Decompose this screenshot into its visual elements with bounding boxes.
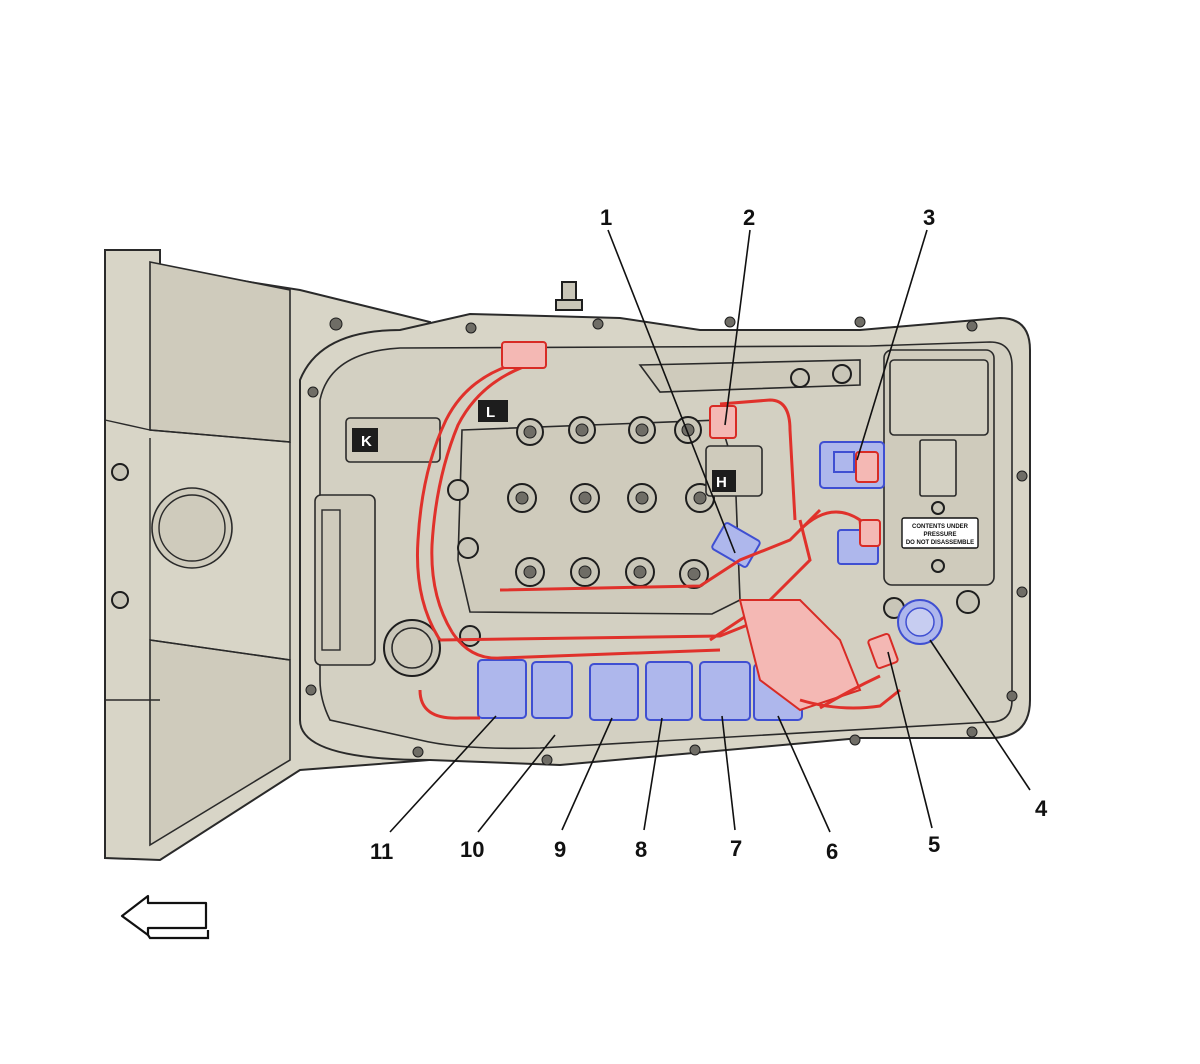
top-sensor [555, 281, 583, 311]
valve-component-l: L [478, 400, 508, 422]
callout-11: 11 [370, 839, 393, 864]
leader-8 [643, 717, 663, 831]
warning-line-1: CONTENTS UNDER [912, 524, 969, 530]
harness-main-connector [738, 599, 862, 712]
warning-plate [901, 517, 979, 549]
callout-2: 2 [743, 205, 755, 230]
warning-line-3: DO NOT DISASSEMBLE [906, 540, 974, 546]
harness-connector-2 [709, 405, 737, 439]
label-h: H [716, 474, 727, 491]
leader-5 [887, 651, 933, 829]
valve-body-plate [447, 416, 741, 647]
leader-3 [856, 229, 928, 461]
warning-line-2: PRESSURE [923, 532, 956, 538]
callout-10: 10 [460, 837, 484, 862]
leader-11 [389, 715, 497, 833]
wiring-harness [416, 341, 901, 720]
callout-numbers: 1 2 3 4 5 6 7 8 9 10 11 [370, 205, 1048, 864]
solenoid-10 [531, 661, 573, 719]
solenoid-9 [589, 663, 639, 721]
leader-lines [389, 229, 1031, 833]
top-bracket [638, 359, 861, 393]
leader-7 [721, 715, 736, 831]
label-k: K [361, 433, 372, 450]
callout-1: 1 [600, 205, 612, 230]
solenoid-7 [699, 661, 751, 721]
valve-component-k: K [345, 417, 441, 463]
solenoid-8 [645, 661, 693, 721]
pressure-module: CONTENTS UNDER PRESSURE DO NOT DISASSEMB… [883, 349, 995, 619]
leader-1 [607, 229, 736, 554]
leader-2 [724, 229, 751, 426]
leader-9 [561, 717, 613, 831]
left-arrow-icon [120, 894, 210, 940]
solenoid-11 [477, 659, 527, 719]
left-accumulator [314, 494, 441, 677]
pan-bolts [305, 316, 1028, 766]
callout-3: 3 [923, 205, 935, 230]
callout-6: 6 [826, 839, 838, 864]
valve-component-h: H [705, 445, 763, 497]
callout-5: 5 [928, 832, 940, 857]
callout-8: 8 [635, 837, 647, 862]
label-l: L [486, 404, 495, 421]
harness-connector-top [501, 341, 547, 369]
callout-4: 4 [1035, 796, 1048, 821]
callout-9: 9 [554, 837, 566, 862]
leader-6 [777, 715, 831, 833]
leader-10 [477, 734, 556, 833]
leader-4 [929, 639, 1031, 791]
callout-7: 7 [730, 836, 742, 861]
